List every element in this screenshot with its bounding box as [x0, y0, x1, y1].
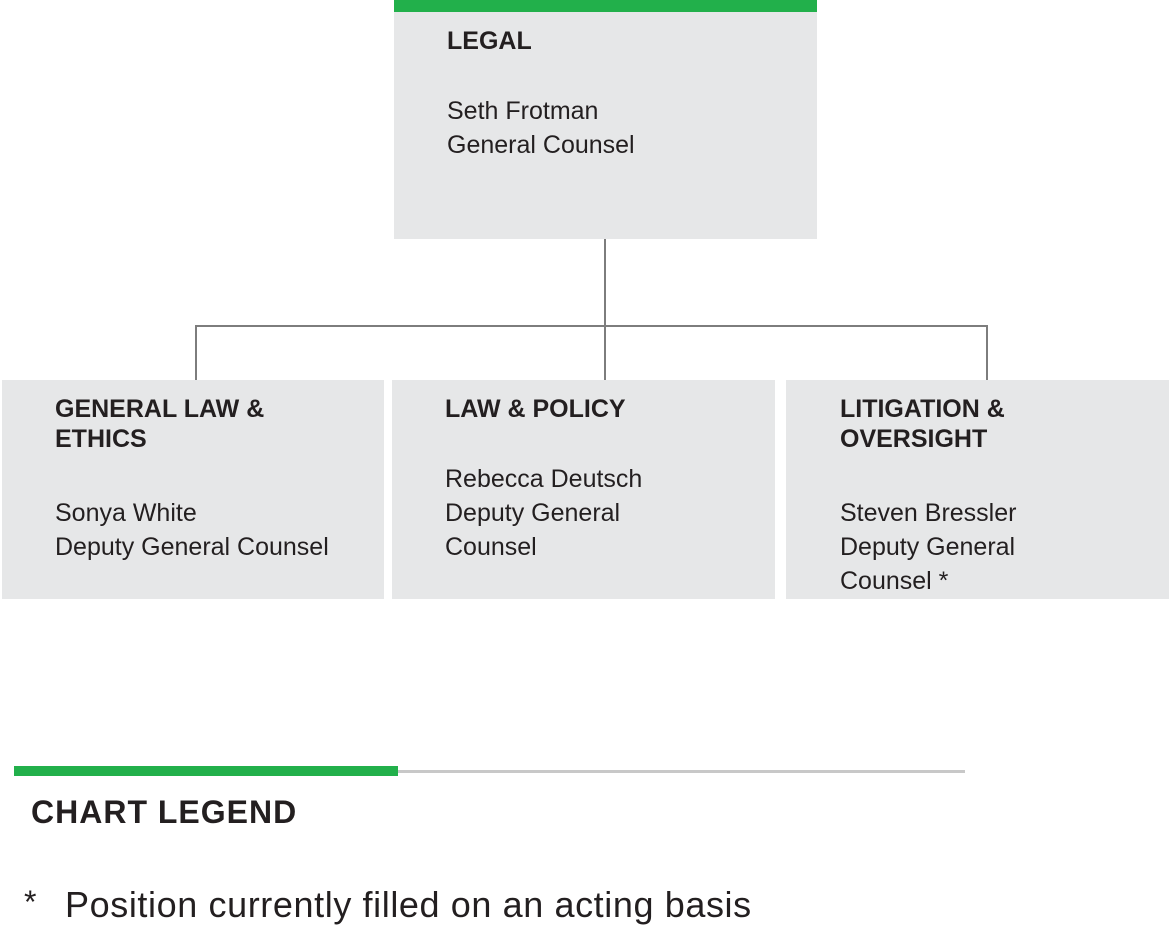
legend-divider	[398, 770, 965, 773]
division-head: Rebecca Deutsch Deputy General Counsel	[445, 465, 643, 561]
legal-head: Seth Frotman General Counsel	[447, 97, 635, 159]
legal-box: LEGAL Seth Frotman General Counsel	[394, 0, 817, 239]
division-title: GENERAL LAW & ETHICS	[55, 395, 265, 453]
legend-accent-bar	[14, 766, 398, 776]
legal-title: LEGAL	[447, 27, 532, 55]
division-head: Steven Bressler Deputy General Counsel *	[840, 499, 1017, 595]
legend-title: CHART LEGEND	[31, 794, 298, 830]
division-title: LAW & POLICY	[445, 395, 626, 423]
division-box-general-law: GENERAL LAW & ETHICS Sonya White Deputy …	[2, 380, 384, 599]
division-title: LITIGATION & OVERSIGHT	[840, 395, 1005, 453]
legend-entry-text: Position currently filled on an acting b…	[65, 884, 752, 925]
division-box-litigation: LITIGATION & OVERSIGHT Steven Bressler D…	[786, 380, 1169, 599]
asterisk-icon: *	[24, 884, 37, 920]
connector-right	[986, 325, 988, 380]
division-box-law-policy: LAW & POLICY Rebecca Deutsch Deputy Gene…	[392, 380, 775, 599]
legal-accent-bar	[394, 0, 817, 12]
connector-left	[195, 325, 197, 380]
division-head: Sonya White Deputy General Counsel	[55, 499, 329, 561]
connector-horizontal	[195, 325, 988, 327]
connector-vertical-main	[604, 239, 606, 380]
